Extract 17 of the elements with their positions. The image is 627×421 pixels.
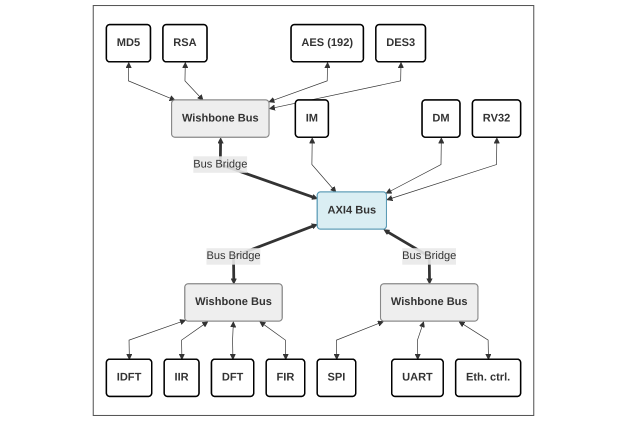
arrow: [268, 62, 330, 103]
arrow: [386, 138, 444, 194]
arrow: [126, 62, 176, 101]
cluster: [92, 5, 534, 416]
edge-label: Bus Bridge: [402, 250, 456, 262]
arrow: [260, 321, 289, 360]
arrow: [309, 138, 336, 192]
arrow: [386, 138, 500, 202]
arrow: [458, 321, 492, 360]
arrow: [414, 321, 425, 360]
edge-label: Bus Bridge: [193, 158, 248, 170]
arrow: [334, 320, 384, 360]
arrow: [182, 62, 204, 101]
arrow: [230, 321, 236, 360]
edge-label: Bus Bridge: [206, 250, 261, 262]
arrow: [178, 321, 208, 360]
arrow: [126, 319, 186, 360]
